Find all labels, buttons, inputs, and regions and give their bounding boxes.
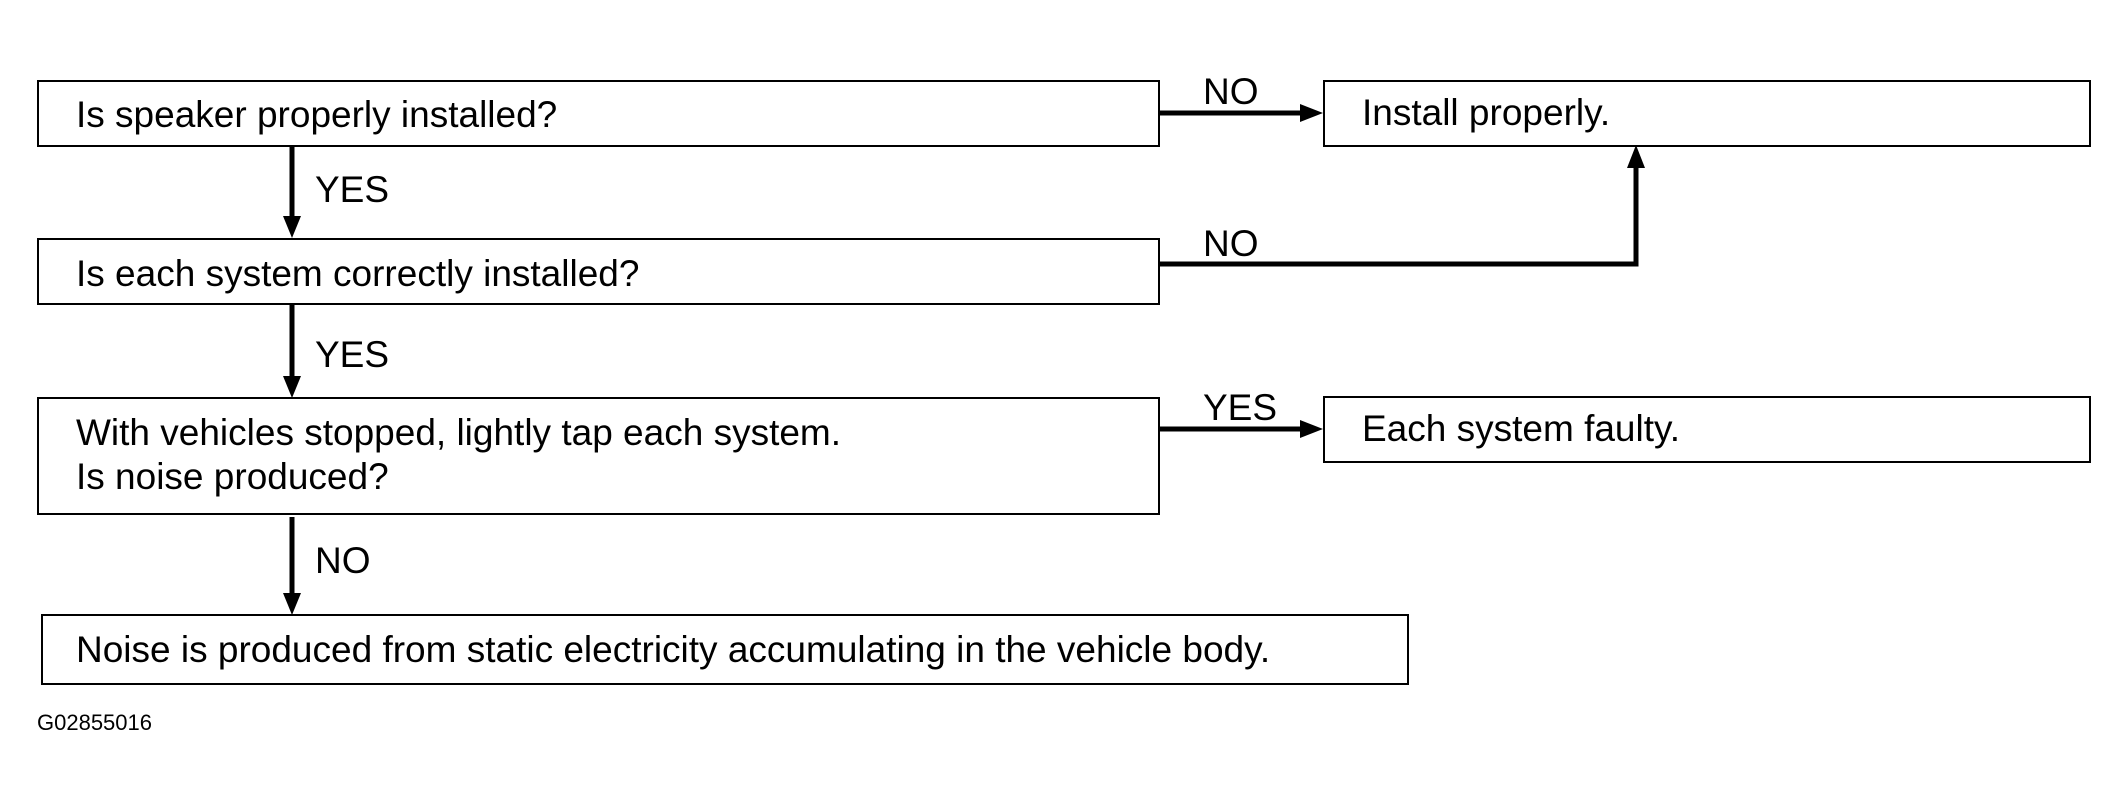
label-q3-yes: YES <box>1203 387 1278 428</box>
result-install-properly-text: Install properly. <box>1362 92 1611 133</box>
question-box-tap-system: With vehicles stopped, lightly tap each … <box>37 397 1160 515</box>
label-q1-no: NO <box>1203 71 1259 112</box>
result-system-faulty-text: Each system faulty. <box>1362 408 1681 449</box>
label-q2-no: NO <box>1203 223 1259 264</box>
question-system-installed-text: Is each system correctly installed? <box>76 253 640 294</box>
result-box-system-faulty: Each system faulty. <box>1323 396 2091 463</box>
question-box-system-installed: Is each system correctly installed? <box>37 238 1160 305</box>
question-box-speaker-installed: Is speaker properly installed? <box>37 80 1160 147</box>
arrowhead-q1-yes <box>283 216 301 238</box>
result-box-static-electricity: Noise is produced from static electricit… <box>41 614 1409 685</box>
label-q3-no: NO <box>315 540 371 581</box>
arrowhead-q3-yes <box>1300 420 1323 438</box>
result-static-electricity-text: Noise is produced from static electricit… <box>76 629 1271 670</box>
arrow-q2-no <box>1160 165 1639 267</box>
question-tap-system-line1: With vehicles stopped, lightly tap each … <box>76 412 842 453</box>
arrowhead-q2-no <box>1627 145 1645 168</box>
question-tap-system-line2: Is noise produced? <box>76 456 389 497</box>
question-tap-system-text: With vehicles stopped, lightly tap each … <box>76 411 841 499</box>
question-speaker-installed-text: Is speaker properly installed? <box>76 94 558 135</box>
label-q1-yes: YES <box>315 169 390 210</box>
result-box-install-properly: Install properly. <box>1323 80 2091 147</box>
arrowhead-q2-yes <box>283 376 301 398</box>
figure-code: G02855016 <box>37 710 152 735</box>
arrowhead-q3-no <box>283 593 301 615</box>
label-q2-yes: YES <box>315 334 390 375</box>
arrowhead-q1-no <box>1300 104 1323 122</box>
